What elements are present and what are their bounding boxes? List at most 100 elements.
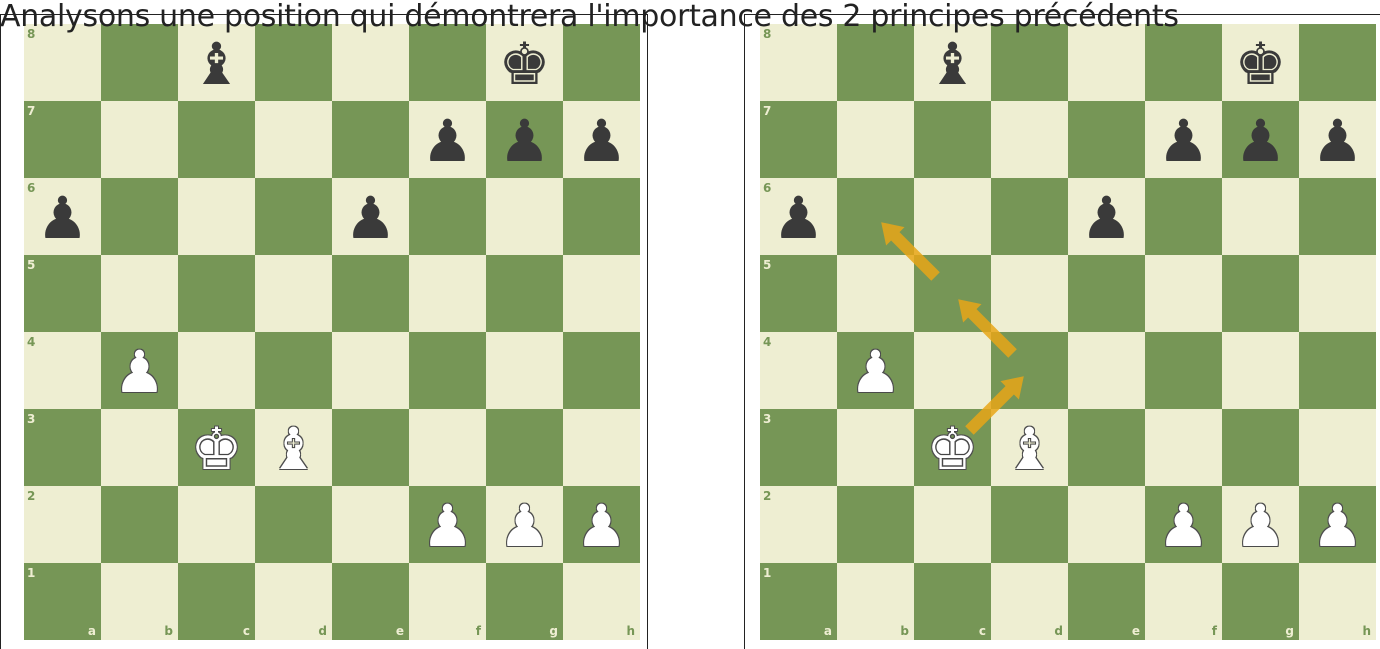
square-g2[interactable]: ♟ — [1222, 486, 1299, 563]
square-g1[interactable]: g — [1222, 563, 1299, 640]
black-pawn-piece[interactable]: ♟ — [1081, 189, 1133, 247]
square-e5[interactable] — [1068, 255, 1145, 332]
square-h7[interactable]: ♟ — [1299, 101, 1376, 178]
square-b7[interactable] — [837, 101, 914, 178]
square-f4[interactable] — [1145, 332, 1222, 409]
square-f6[interactable] — [1145, 178, 1222, 255]
square-a4[interactable]: 4 — [760, 332, 837, 409]
square-b4[interactable]: ♟ — [101, 332, 178, 409]
white-king-piece[interactable]: ♚ — [191, 420, 243, 478]
square-g5[interactable] — [486, 255, 563, 332]
square-b2[interactable] — [837, 486, 914, 563]
square-d2[interactable] — [991, 486, 1068, 563]
square-f1[interactable]: f — [409, 563, 486, 640]
square-b5[interactable] — [837, 255, 914, 332]
square-d1[interactable]: d — [991, 563, 1068, 640]
black-bishop-piece[interactable]: ♝ — [191, 35, 243, 93]
white-pawn-piece[interactable]: ♟ — [1312, 497, 1364, 555]
white-pawn-piece[interactable]: ♟ — [850, 343, 902, 401]
square-h2[interactable]: ♟ — [563, 486, 640, 563]
square-g4[interactable] — [486, 332, 563, 409]
square-c2[interactable] — [178, 486, 255, 563]
square-d6[interactable] — [991, 178, 1068, 255]
square-e3[interactable] — [1068, 409, 1145, 486]
square-b1[interactable]: b — [101, 563, 178, 640]
square-f6[interactable] — [409, 178, 486, 255]
black-pawn-piece[interactable]: ♟ — [1312, 112, 1364, 170]
square-b7[interactable] — [101, 101, 178, 178]
square-g6[interactable] — [1222, 178, 1299, 255]
square-h7[interactable]: ♟ — [563, 101, 640, 178]
square-g1[interactable]: g — [486, 563, 563, 640]
square-f7[interactable]: ♟ — [1145, 101, 1222, 178]
square-c4[interactable] — [914, 332, 991, 409]
square-a8[interactable]: 8 — [760, 24, 837, 101]
square-d5[interactable] — [991, 255, 1068, 332]
square-a3[interactable]: 3 — [760, 409, 837, 486]
square-h4[interactable] — [1299, 332, 1376, 409]
square-a7[interactable]: 7 — [760, 101, 837, 178]
square-f5[interactable] — [409, 255, 486, 332]
square-c7[interactable] — [178, 101, 255, 178]
square-b8[interactable] — [837, 24, 914, 101]
square-f4[interactable] — [409, 332, 486, 409]
square-h8[interactable] — [563, 24, 640, 101]
square-g8[interactable]: ♚ — [486, 24, 563, 101]
square-g8[interactable]: ♚ — [1222, 24, 1299, 101]
square-c3[interactable]: ♚ — [178, 409, 255, 486]
square-h8[interactable] — [1299, 24, 1376, 101]
square-d8[interactable] — [255, 24, 332, 101]
square-c1[interactable]: c — [914, 563, 991, 640]
square-e6[interactable]: ♟ — [1068, 178, 1145, 255]
square-a2[interactable]: 2 — [760, 486, 837, 563]
square-d5[interactable] — [255, 255, 332, 332]
square-d3[interactable]: ♝ — [991, 409, 1068, 486]
white-pawn-piece[interactable]: ♟ — [499, 497, 551, 555]
square-h4[interactable] — [563, 332, 640, 409]
square-a6[interactable]: 6♟ — [24, 178, 101, 255]
black-pawn-piece[interactable]: ♟ — [1158, 112, 1210, 170]
square-b4[interactable]: ♟ — [837, 332, 914, 409]
square-f5[interactable] — [1145, 255, 1222, 332]
black-pawn-piece[interactable]: ♟ — [37, 189, 89, 247]
square-a3[interactable]: 3 — [24, 409, 101, 486]
black-king-piece[interactable]: ♚ — [1235, 35, 1287, 93]
square-g2[interactable]: ♟ — [486, 486, 563, 563]
square-f2[interactable]: ♟ — [409, 486, 486, 563]
square-h3[interactable] — [1299, 409, 1376, 486]
square-g7[interactable]: ♟ — [486, 101, 563, 178]
square-h6[interactable] — [1299, 178, 1376, 255]
square-f8[interactable] — [409, 24, 486, 101]
square-d3[interactable]: ♝ — [255, 409, 332, 486]
square-e2[interactable] — [1068, 486, 1145, 563]
square-d4[interactable] — [255, 332, 332, 409]
square-e4[interactable] — [1068, 332, 1145, 409]
square-e1[interactable]: e — [1068, 563, 1145, 640]
square-a8[interactable]: 8 — [24, 24, 101, 101]
square-h5[interactable] — [563, 255, 640, 332]
square-f8[interactable] — [1145, 24, 1222, 101]
square-h1[interactable]: h — [563, 563, 640, 640]
square-d7[interactable] — [255, 101, 332, 178]
square-d2[interactable] — [255, 486, 332, 563]
square-e1[interactable]: e — [332, 563, 409, 640]
black-pawn-piece[interactable]: ♟ — [773, 189, 825, 247]
square-c7[interactable] — [914, 101, 991, 178]
square-c3[interactable]: ♚ — [914, 409, 991, 486]
square-f2[interactable]: ♟ — [1145, 486, 1222, 563]
square-f3[interactable] — [409, 409, 486, 486]
square-c1[interactable]: c — [178, 563, 255, 640]
square-c6[interactable] — [914, 178, 991, 255]
square-c5[interactable] — [914, 255, 991, 332]
square-e5[interactable] — [332, 255, 409, 332]
square-g3[interactable] — [486, 409, 563, 486]
square-a7[interactable]: 7 — [24, 101, 101, 178]
square-f3[interactable] — [1145, 409, 1222, 486]
square-c6[interactable] — [178, 178, 255, 255]
square-g7[interactable]: ♟ — [1222, 101, 1299, 178]
black-pawn-piece[interactable]: ♟ — [345, 189, 397, 247]
square-d4[interactable] — [991, 332, 1068, 409]
square-d1[interactable]: d — [255, 563, 332, 640]
